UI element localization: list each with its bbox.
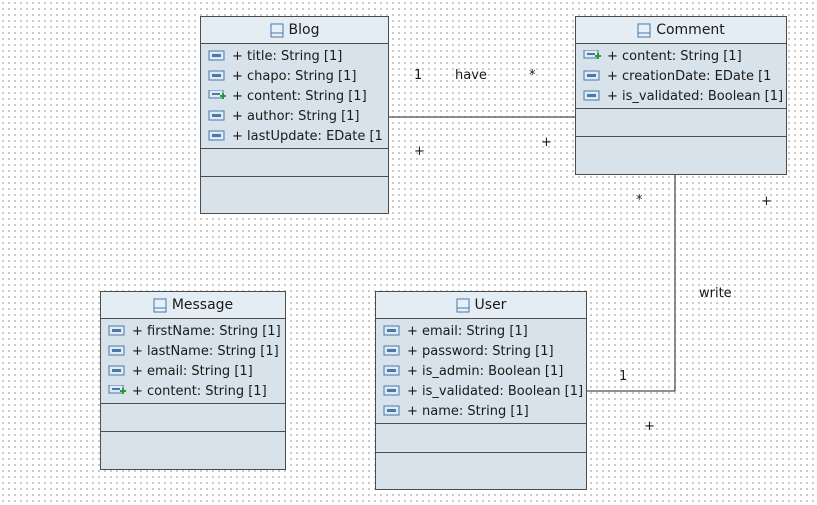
write-association-name: write xyxy=(699,286,732,301)
attribute-row[interactable]: + author: String [1] xyxy=(201,106,388,126)
attribute-row[interactable]: + lastName: String [1] xyxy=(101,341,285,361)
class-user-attributes: + email: String [1] + password: String [… xyxy=(376,319,586,424)
class-icon xyxy=(456,298,470,312)
class-user-operations xyxy=(376,424,586,453)
attribute-icon xyxy=(383,345,400,356)
write-source-multiplicity: * xyxy=(636,193,643,208)
class-message-operations xyxy=(101,404,285,432)
attribute-row[interactable]: + chapo: String [1] xyxy=(201,66,388,86)
attribute-add-icon xyxy=(583,50,601,59)
attribute-icon xyxy=(208,70,225,81)
attribute-icon xyxy=(108,345,125,356)
class-message-attributes: + firstName: String [1] + lastName: Stri… xyxy=(101,319,285,404)
attribute-icon xyxy=(208,110,225,121)
attribute-icon xyxy=(383,385,400,396)
attribute-row[interactable]: + is_admin: Boolean [1] xyxy=(376,361,586,381)
attribute-label: + creationDate: EDate [1 xyxy=(607,68,772,84)
class-comment-attributes: + content: String [1] + creationDate: ED… xyxy=(576,44,786,109)
attribute-label: + is_validated: Boolean [1] xyxy=(407,383,584,399)
class-blog-operations xyxy=(201,149,388,177)
attribute-icon xyxy=(108,325,125,336)
class-message-name: Message xyxy=(171,297,234,313)
attribute-label: + author: String [1] xyxy=(232,108,360,124)
class-blog[interactable]: Blog + title: String [1] + chapo: String… xyxy=(200,16,389,214)
attribute-row[interactable]: + title: String [1] xyxy=(201,46,388,66)
attribute-add-icon xyxy=(108,385,126,394)
class-comment-name: Comment xyxy=(656,22,725,38)
attribute-row[interactable]: + email: String [1] xyxy=(101,361,285,381)
attribute-label: + content: String [1] xyxy=(607,48,742,64)
attribute-row[interactable]: + creationDate: EDate [1 xyxy=(576,66,786,86)
class-user-extra-compartment xyxy=(376,453,586,480)
attribute-icon xyxy=(108,365,125,376)
write-association-line[interactable] xyxy=(586,175,676,392)
have-target-navigability: + xyxy=(541,135,552,150)
attribute-row[interactable]: + name: String [1] xyxy=(376,401,586,421)
have-source-navigability: + xyxy=(414,144,425,159)
class-icon xyxy=(153,298,167,312)
class-message[interactable]: Message + firstName: String [1] + lastNa… xyxy=(100,291,286,470)
class-icon xyxy=(270,23,284,37)
write-target-multiplicity: 1 xyxy=(619,369,628,384)
class-message-header: Message xyxy=(101,292,285,319)
attribute-label: + title: String [1] xyxy=(232,48,343,64)
attribute-label: + is_validated: Boolean [1] xyxy=(607,88,784,104)
attribute-row[interactable]: + email: String [1] xyxy=(376,321,586,341)
attribute-row[interactable]: + is_validated: Boolean [1] xyxy=(376,381,586,401)
class-blog-extra-compartment xyxy=(201,177,388,204)
class-user-header: User xyxy=(376,292,586,319)
attribute-icon xyxy=(383,405,400,416)
attribute-row[interactable]: + content: String [1] xyxy=(201,86,388,106)
attribute-row[interactable]: + lastUpdate: EDate [1 xyxy=(201,126,388,146)
class-user[interactable]: User + email: String [1] + password: Str… xyxy=(375,291,587,490)
attribute-icon xyxy=(383,325,400,336)
write-source-navigability: + xyxy=(761,194,772,209)
class-icon xyxy=(637,23,651,37)
class-user-name: User xyxy=(474,297,507,313)
class-comment-operations xyxy=(576,109,786,137)
class-comment[interactable]: Comment + content: String [1] + creation… xyxy=(575,16,787,175)
attribute-icon xyxy=(583,90,600,101)
attribute-icon xyxy=(208,130,225,141)
attribute-label: + lastName: String [1] xyxy=(132,343,279,359)
class-message-extra-compartment xyxy=(101,432,285,459)
attribute-label: + chapo: String [1] xyxy=(232,68,357,84)
attribute-label: + is_admin: Boolean [1] xyxy=(407,363,564,379)
attribute-row[interactable]: + is_validated: Boolean [1] xyxy=(576,86,786,106)
class-blog-attributes: + title: String [1] + chapo: String [1] … xyxy=(201,44,388,149)
attribute-label: + content: String [1] xyxy=(132,383,267,399)
attribute-row[interactable]: + password: String [1] xyxy=(376,341,586,361)
attribute-row[interactable]: + content: String [1] xyxy=(101,381,285,401)
attribute-icon xyxy=(583,70,600,81)
class-blog-header: Blog xyxy=(201,17,388,44)
class-comment-header: Comment xyxy=(576,17,786,44)
attribute-add-icon xyxy=(208,90,226,99)
attribute-icon xyxy=(383,365,400,376)
class-blog-name: Blog xyxy=(288,22,320,38)
attribute-row[interactable]: + content: String [1] xyxy=(576,46,786,66)
attribute-row[interactable]: + firstName: String [1] xyxy=(101,321,285,341)
write-target-navigability: + xyxy=(644,419,655,434)
attribute-label: + lastUpdate: EDate [1 xyxy=(232,128,383,144)
attribute-label: + name: String [1] xyxy=(407,403,529,419)
attribute-label: + email: String [1] xyxy=(132,363,253,379)
attribute-label: + content: String [1] xyxy=(232,88,367,104)
attribute-label: + firstName: String [1] xyxy=(132,323,281,339)
have-target-multiplicity: * xyxy=(529,68,536,83)
attribute-label: + password: String [1] xyxy=(407,343,554,359)
attribute-icon xyxy=(208,50,225,61)
have-source-multiplicity: 1 xyxy=(414,68,423,83)
have-association-name: have xyxy=(455,68,487,83)
attribute-label: + email: String [1] xyxy=(407,323,528,339)
class-comment-extra-compartment xyxy=(576,137,786,164)
